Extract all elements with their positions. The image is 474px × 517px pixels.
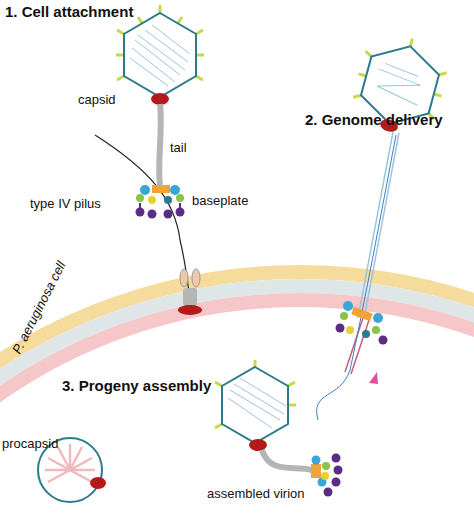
type-iv-pilus	[95, 135, 190, 300]
outer-membrane	[0, 272, 474, 517]
assembled-virion-shape	[215, 360, 343, 497]
part-name: tail	[170, 140, 187, 155]
cell-wall	[0, 286, 474, 517]
step-heading: 2. Genome delivery	[305, 112, 443, 127]
step-heading: 1. Cell attachment	[5, 4, 133, 19]
phage-attached	[116, 5, 204, 219]
pilus-pore	[192, 269, 200, 287]
part-name: type IV pilus	[30, 196, 101, 211]
part-name: baseplate	[192, 193, 248, 208]
pilus-motor	[178, 305, 202, 315]
step-heading: 3. Progeny assembly	[62, 378, 211, 393]
part-name: assembled virion	[207, 486, 305, 501]
pilus-complex	[183, 288, 197, 306]
part-name: procapsid	[2, 436, 58, 451]
pilus-pore	[180, 269, 188, 287]
inner-membrane	[0, 300, 474, 517]
part-name: capsid	[78, 92, 116, 107]
phage-injecting	[317, 28, 454, 420]
